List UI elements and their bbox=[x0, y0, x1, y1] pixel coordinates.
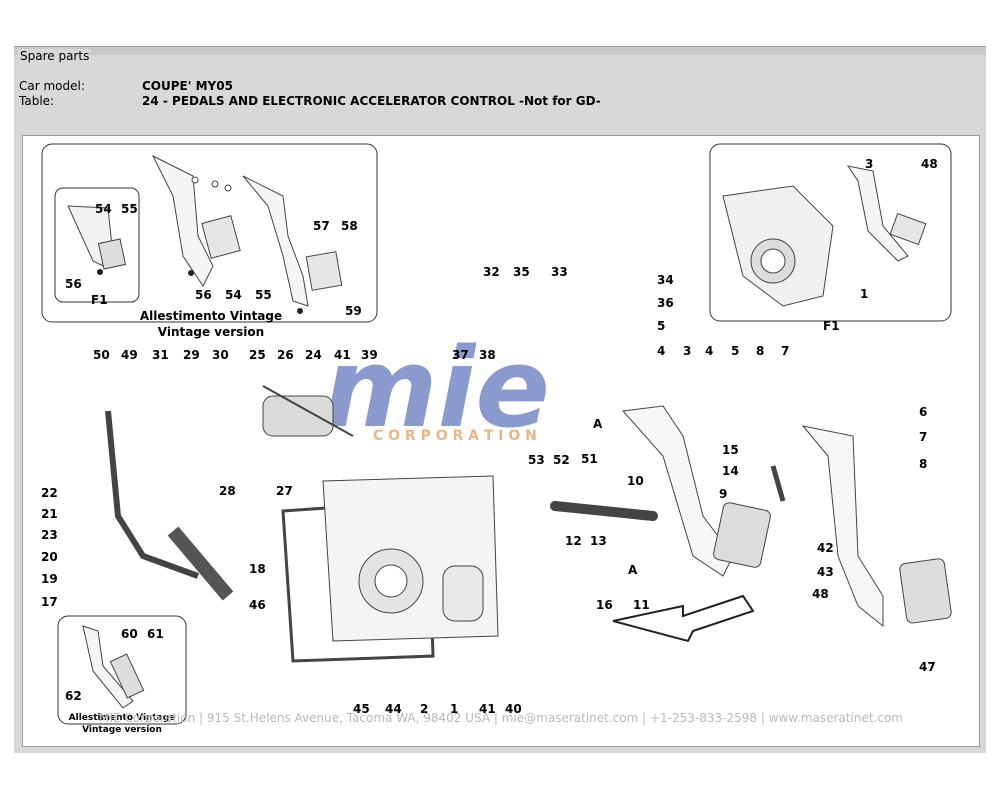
inset-vintage-top-line2: Vintage version bbox=[158, 325, 264, 339]
callout-8a: 8 bbox=[756, 344, 764, 358]
callout-52: 52 bbox=[553, 453, 570, 467]
callout-3b: 3 bbox=[865, 157, 873, 171]
callout-5b: 5 bbox=[731, 344, 739, 358]
callout-62: 62 bbox=[65, 689, 82, 703]
callout-1b: 1 bbox=[860, 287, 868, 301]
callout-51: 51 bbox=[581, 452, 598, 466]
inset-vintage-bottom: 60 61 62 Allestimento Vintage Vintage ve… bbox=[57, 615, 187, 735]
watermark-logo: mie C O R P O R A T I O N bbox=[323, 324, 550, 452]
callout-8b: 8 bbox=[919, 457, 927, 471]
callout-7b: 7 bbox=[919, 430, 927, 444]
callout-6: 6 bbox=[919, 405, 927, 419]
callout-56b: 56 bbox=[195, 288, 212, 302]
callout-38: 38 bbox=[479, 348, 496, 362]
callout-10: 10 bbox=[627, 474, 644, 488]
callout-32: 32 bbox=[483, 265, 500, 279]
callout-29: 29 bbox=[183, 348, 200, 362]
callout-14: 14 bbox=[722, 464, 739, 478]
callout-21: 21 bbox=[41, 507, 58, 521]
callout-7a: 7 bbox=[781, 344, 789, 358]
inset-f1-left: F1 bbox=[91, 293, 108, 307]
callout-37: 37 bbox=[452, 348, 469, 362]
callout-26: 26 bbox=[277, 348, 294, 362]
callout-55b: 55 bbox=[255, 288, 272, 302]
callout-13: 13 bbox=[590, 534, 607, 548]
callout-47: 47 bbox=[919, 660, 936, 674]
inset-vintage-bottom-line1: Allestimento Vintage bbox=[69, 713, 176, 723]
callout-17: 17 bbox=[41, 595, 58, 609]
inset-vintage-top-line1: Allestimento Vintage bbox=[140, 309, 282, 323]
callout-54b: 54 bbox=[225, 288, 242, 302]
callout-59: 59 bbox=[345, 304, 362, 318]
callout-labels: 50 49 31 29 30 25 26 24 41 39 37 38 32 3… bbox=[41, 265, 936, 716]
callout-24: 24 bbox=[305, 348, 322, 362]
callout-56a: 56 bbox=[65, 277, 82, 291]
callout-4a: 4 bbox=[657, 344, 665, 358]
callout-5a: 5 bbox=[657, 319, 665, 333]
callout-22: 22 bbox=[41, 486, 58, 500]
callout-43: 43 bbox=[817, 565, 834, 579]
main-assembly bbox=[105, 385, 952, 663]
callout-27: 27 bbox=[276, 484, 293, 498]
car-model-label: Car model: bbox=[19, 79, 85, 93]
callout-20: 20 bbox=[41, 550, 58, 564]
callout-61: 61 bbox=[147, 627, 164, 641]
callout-36: 36 bbox=[657, 296, 674, 310]
callout-58: 58 bbox=[341, 219, 358, 233]
callout-30: 30 bbox=[212, 348, 229, 362]
parts-diagram-svg: mie C O R P O R A T I O N 54 55 56 F1 56… bbox=[41, 143, 952, 735]
callout-48a: 48 bbox=[812, 587, 829, 601]
callout-46: 46 bbox=[249, 598, 266, 612]
callout-41a: 41 bbox=[334, 348, 351, 362]
callout-60: 60 bbox=[121, 627, 138, 641]
watermark-mie: mie bbox=[323, 324, 550, 452]
callout-16: 16 bbox=[596, 598, 613, 612]
watermark-corporation: C O R P O R A T I O N bbox=[373, 428, 537, 444]
callout-4b: 4 bbox=[705, 344, 713, 358]
callout-54a: 54 bbox=[95, 202, 112, 216]
inset-f1-right: 3 48 1 F1 bbox=[709, 143, 952, 333]
callout-35: 35 bbox=[513, 265, 530, 279]
panel-top-border bbox=[14, 47, 986, 55]
car-model-value: COUPE' MY05 bbox=[142, 79, 233, 93]
inset-vintage-top: 54 55 56 F1 56 54 55 57 58 59 Allestimen… bbox=[41, 143, 378, 339]
callout-A2: A bbox=[628, 563, 638, 577]
callout-15: 15 bbox=[722, 443, 739, 457]
callout-9: 9 bbox=[719, 487, 727, 501]
callout-11: 11 bbox=[633, 598, 650, 612]
table-label: Table: bbox=[19, 94, 55, 108]
callout-49: 49 bbox=[121, 348, 138, 362]
callout-48b: 48 bbox=[921, 157, 938, 171]
callout-45: 45 bbox=[353, 702, 370, 716]
callout-12: 12 bbox=[565, 534, 582, 548]
callout-25: 25 bbox=[249, 348, 266, 362]
callout-42: 42 bbox=[817, 541, 834, 555]
callout-28: 28 bbox=[219, 484, 236, 498]
callout-19: 19 bbox=[41, 572, 58, 586]
callout-18: 18 bbox=[249, 562, 266, 576]
callout-A1: A bbox=[593, 417, 603, 431]
callout-41b: 41 bbox=[479, 702, 496, 716]
callout-39: 39 bbox=[361, 348, 378, 362]
watermark-footer: MIE Corporation | 915 St.Helens Avenue, … bbox=[99, 711, 903, 725]
callout-50: 50 bbox=[93, 348, 110, 362]
callout-55a: 55 bbox=[121, 202, 138, 216]
callout-33: 33 bbox=[551, 265, 568, 279]
table-value: 24 - PEDALS AND ELECTRONIC ACCELERATOR C… bbox=[142, 94, 601, 108]
callout-53: 53 bbox=[528, 453, 545, 467]
callout-3a: 3 bbox=[683, 344, 691, 358]
callout-34: 34 bbox=[657, 273, 674, 287]
callout-23a: 23 bbox=[41, 528, 58, 542]
inset-vintage-bottom-line2: Vintage version bbox=[82, 725, 162, 735]
callout-1a: 1 bbox=[450, 702, 458, 716]
callout-40: 40 bbox=[505, 702, 522, 716]
callout-57: 57 bbox=[313, 219, 330, 233]
panel-legend: Spare parts bbox=[18, 49, 92, 63]
callout-2: 2 bbox=[420, 702, 428, 716]
parts-diagram: mie C O R P O R A T I O N 54 55 56 F1 56… bbox=[22, 135, 980, 747]
callout-31: 31 bbox=[152, 348, 169, 362]
callout-44: 44 bbox=[385, 702, 402, 716]
inset-f1-right-label: F1 bbox=[823, 319, 840, 333]
